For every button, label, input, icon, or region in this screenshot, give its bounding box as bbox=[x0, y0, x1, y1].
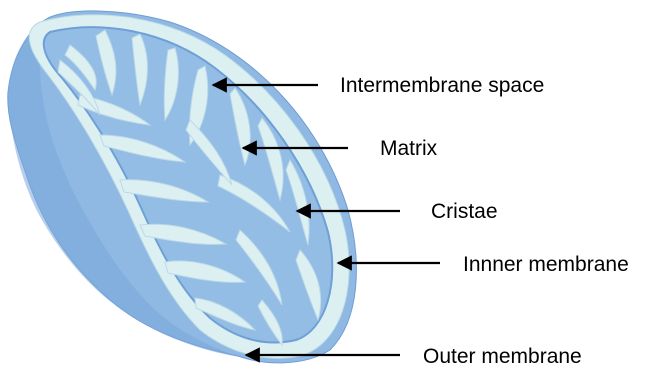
label-outer-membrane: Outer membrane bbox=[423, 345, 582, 368]
label-intermembrane-space: Intermembrane space bbox=[340, 74, 544, 97]
label-cristae: Cristae bbox=[431, 200, 498, 223]
label-matrix: Matrix bbox=[380, 137, 438, 160]
label-inner-membrane: Innner membrane bbox=[463, 253, 629, 276]
